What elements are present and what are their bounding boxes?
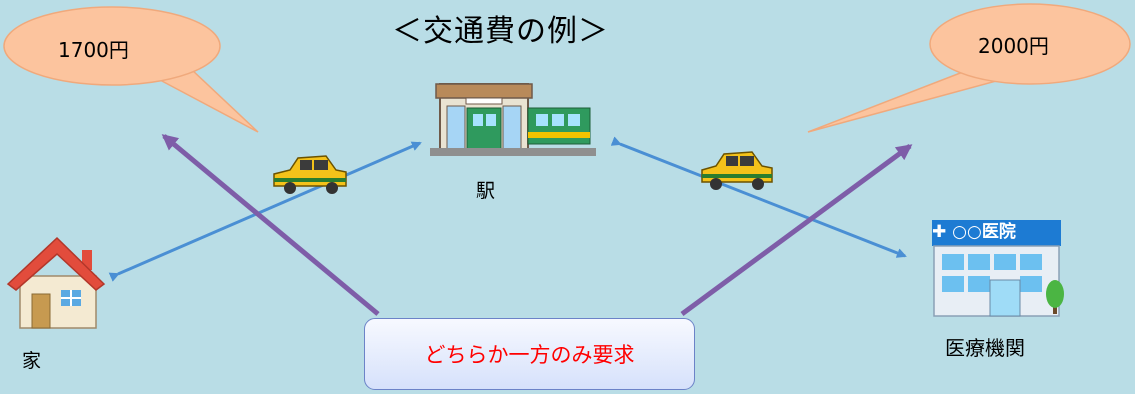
arrow-station-hospital — [610, 136, 907, 258]
arrow-home-station — [108, 141, 422, 282]
speech-bubble-left — [3, 6, 259, 133]
note-box: どちらか一方のみ要求 — [364, 318, 695, 390]
taxi-left-icon — [273, 155, 347, 194]
right-cost-label: 2000円 — [978, 34, 1049, 58]
hospital-sign-text: ✚ ○○医院 — [932, 222, 1016, 242]
left-cost-label: 1700円 — [58, 38, 129, 62]
hospital-label: 医療機関 — [945, 336, 1025, 360]
diagram-title: ＜交通費の例＞ — [392, 14, 609, 49]
taxi-right-icon — [701, 151, 773, 190]
station-icon — [430, 83, 596, 156]
home-label: 家 — [22, 350, 42, 372]
station-label: 駅 — [476, 180, 496, 202]
hospital-icon — [932, 220, 1064, 317]
note-text: どちらか一方のみ要求 — [424, 343, 635, 367]
speech-bubble-right — [807, 3, 1131, 133]
house-icon — [6, 236, 106, 329]
arrow-to-right-cost — [680, 143, 913, 317]
arrow-to-left-cost — [161, 134, 380, 316]
